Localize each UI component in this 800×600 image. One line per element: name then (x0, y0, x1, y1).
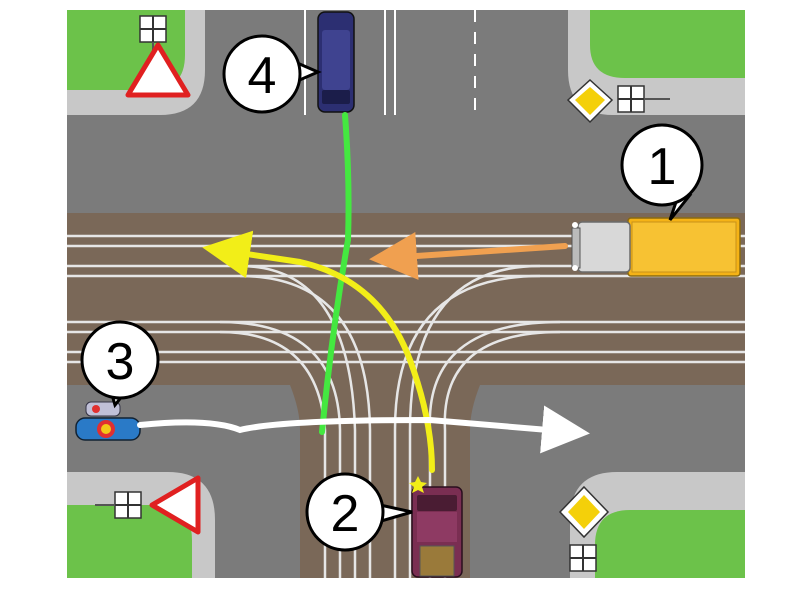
yield-sign-icon (125, 15, 191, 98)
path-vehicle-1 (369, 232, 568, 280)
vehicle-3-motorcycle (75, 401, 141, 441)
turn-signal-icon (409, 476, 427, 493)
callout-vehicle-4: 4 (222, 34, 322, 114)
priority-road-sign-icon (558, 485, 610, 572)
corner-bottom-right (570, 472, 745, 578)
yield-sign-icon (95, 475, 201, 535)
headlight-icon (572, 222, 578, 228)
vehicle-4-car (317, 11, 355, 113)
callout-vehicle-2: 2 (305, 472, 413, 552)
lane-markings (304, 10, 476, 115)
callout-vehicle-1: 1 (620, 123, 704, 221)
corner-top-left (67, 10, 205, 115)
vehicle-1-truck (571, 217, 741, 277)
path-vehicle-2 (202, 230, 435, 473)
priority-road-sign-icon (566, 78, 670, 124)
callout-vehicle-3: 3 (80, 320, 160, 409)
path-vehicle-3 (137, 405, 590, 454)
callout-label-1: 1 (648, 138, 677, 196)
vehicle-2-car (409, 476, 463, 578)
callout-label-4: 4 (248, 47, 277, 105)
callout-label-2: 2 (331, 485, 360, 543)
path-vehicle-4 (319, 112, 352, 435)
callout-label-3: 3 (106, 333, 135, 391)
corner-top-right (568, 10, 745, 115)
headlight-icon (572, 265, 578, 271)
